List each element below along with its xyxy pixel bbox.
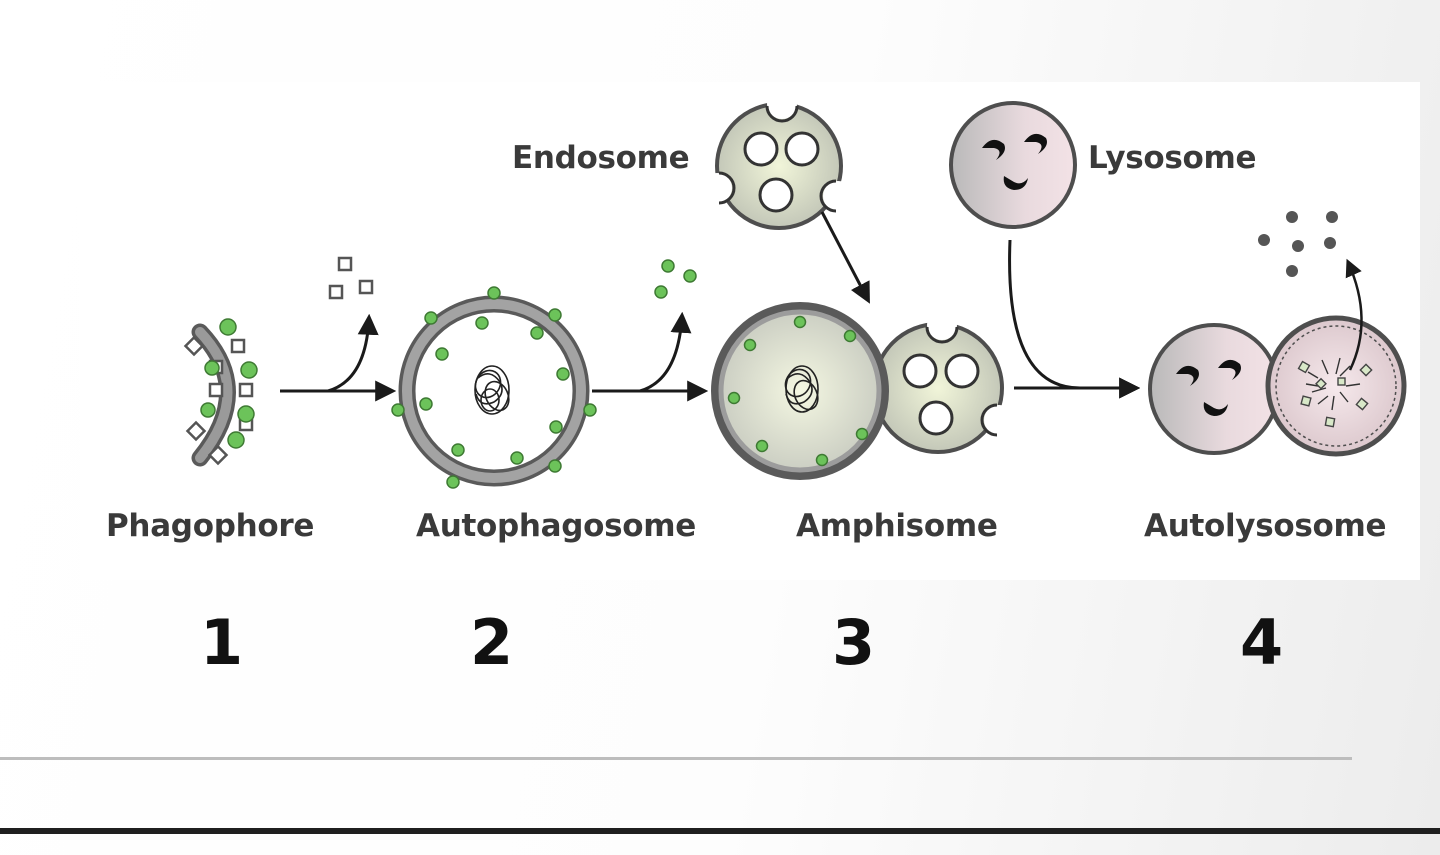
step-number-2: 2 bbox=[470, 606, 514, 679]
divider-line bbox=[0, 757, 1352, 760]
autophagosome-icon bbox=[391, 286, 597, 489]
arrow-endosome-to-amphisome bbox=[820, 211, 870, 304]
autolysosome-label: Autolysosome bbox=[1144, 508, 1387, 544]
arrow-autophagosome-to-amphisome bbox=[592, 259, 709, 402]
step-number-3: 3 bbox=[832, 606, 876, 679]
bottom-bar bbox=[0, 828, 1440, 834]
amphisome-label: Amphisome bbox=[796, 508, 998, 544]
lysosome-icon bbox=[949, 101, 1077, 229]
phagophore-icon bbox=[183, 318, 258, 467]
arrow-lysosome-to-autolysosome bbox=[1008, 239, 1141, 399]
step-number-1: 1 bbox=[200, 606, 244, 679]
arrow-phagophore-to-autophagosome bbox=[280, 256, 397, 402]
lysosome-label: Lysosome bbox=[1088, 140, 1257, 176]
autophagosome-label: Autophagosome bbox=[416, 508, 697, 544]
phagophore-label: Phagophore bbox=[106, 508, 315, 544]
amphisome-icon bbox=[711, 302, 1014, 480]
autolysosome-icon bbox=[1148, 211, 1407, 457]
endosome-icon bbox=[702, 89, 853, 230]
endosome-label: Endosome bbox=[512, 140, 690, 176]
step-number-4: 4 bbox=[1240, 606, 1284, 679]
